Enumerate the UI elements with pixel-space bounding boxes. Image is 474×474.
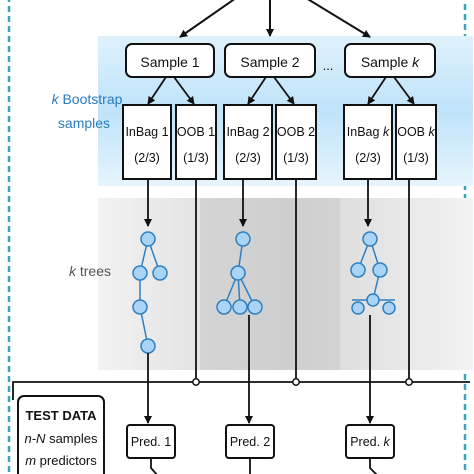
sample-2-label: Sample 2: [240, 54, 299, 70]
pred-2-label: Pred. 2: [230, 435, 270, 449]
split-arrows: [147, 76, 415, 105]
inbag-to-tree-arrows: [144, 179, 372, 227]
tree-k: [350, 231, 396, 315]
pred-k-label: Pred. k: [350, 435, 390, 449]
test-data-title: TEST DATA: [25, 408, 97, 423]
samples-ellipsis: ...: [323, 58, 334, 73]
tree-node: [247, 299, 263, 315]
tree-node: [132, 265, 148, 281]
oob-2-box: [275, 104, 317, 180]
tree-node: [140, 338, 156, 354]
inbag-1-fraction: (2/3): [134, 151, 160, 165]
tree-node: [362, 231, 378, 247]
oob-feed-lines: [195, 179, 410, 378]
inbag-2-fraction: (2/3): [235, 151, 261, 165]
test-data-samples: n-N samples: [25, 431, 98, 446]
trees-label: k trees: [69, 263, 111, 279]
oob-1-fraction: (1/3): [183, 151, 209, 165]
tree-node: [140, 231, 156, 247]
inbag-k-box: [343, 104, 393, 180]
tree-node: [132, 299, 148, 315]
tree-node: [232, 299, 248, 315]
oob-k-box: [395, 104, 437, 180]
test-data-bus: [12, 381, 470, 400]
tree-node: [216, 299, 232, 315]
tree-node: [152, 265, 168, 281]
sample-1-box: [125, 43, 215, 78]
tree-2: [216, 231, 263, 315]
pred-output-lines: [150, 458, 378, 474]
tree-to-pred-arrows: [144, 315, 374, 424]
sample-k-box: [344, 43, 436, 78]
inbag-2-box: [223, 104, 273, 180]
oob-1-box: [175, 104, 217, 180]
bootstrap-label-line1: k Bootstrap: [52, 91, 123, 107]
bus-junctions: [192, 378, 413, 386]
inbag-k-label: InBag k: [347, 125, 390, 139]
sample-1-label: Sample 1: [140, 54, 199, 70]
oob-2-label: OOB 2: [277, 125, 315, 139]
tree-node: [350, 262, 366, 278]
sample-k-label: Sample k: [361, 54, 420, 70]
bootstrap-label-line2: samples: [58, 115, 110, 131]
inbag-1-box: [122, 104, 172, 180]
inbag-k-fraction: (2/3): [355, 151, 381, 165]
tree-node: [235, 231, 251, 247]
test-data-box: [17, 395, 105, 474]
sample-2-box: [224, 43, 316, 78]
oob-1-label: OOB 1: [177, 125, 215, 139]
tree-node: [366, 293, 380, 307]
tree-1: [132, 231, 168, 354]
inbag-1-label: InBag 1: [125, 125, 168, 139]
test-data-predictors: m predictors: [25, 453, 97, 468]
tree-node: [382, 301, 396, 315]
inbag-2-label: InBag 2: [226, 125, 269, 139]
oob-k-label: OOB k: [397, 125, 435, 139]
tree-node: [230, 265, 246, 281]
trees-band-center: [200, 198, 340, 370]
oob-k-fraction: (1/3): [403, 151, 429, 165]
tree-node: [372, 262, 388, 278]
pred-1-label: Pred. 1: [131, 435, 171, 449]
tree-node: [351, 301, 365, 315]
top-input-arrows: [179, 0, 371, 38]
oob-2-fraction: (1/3): [283, 151, 309, 165]
